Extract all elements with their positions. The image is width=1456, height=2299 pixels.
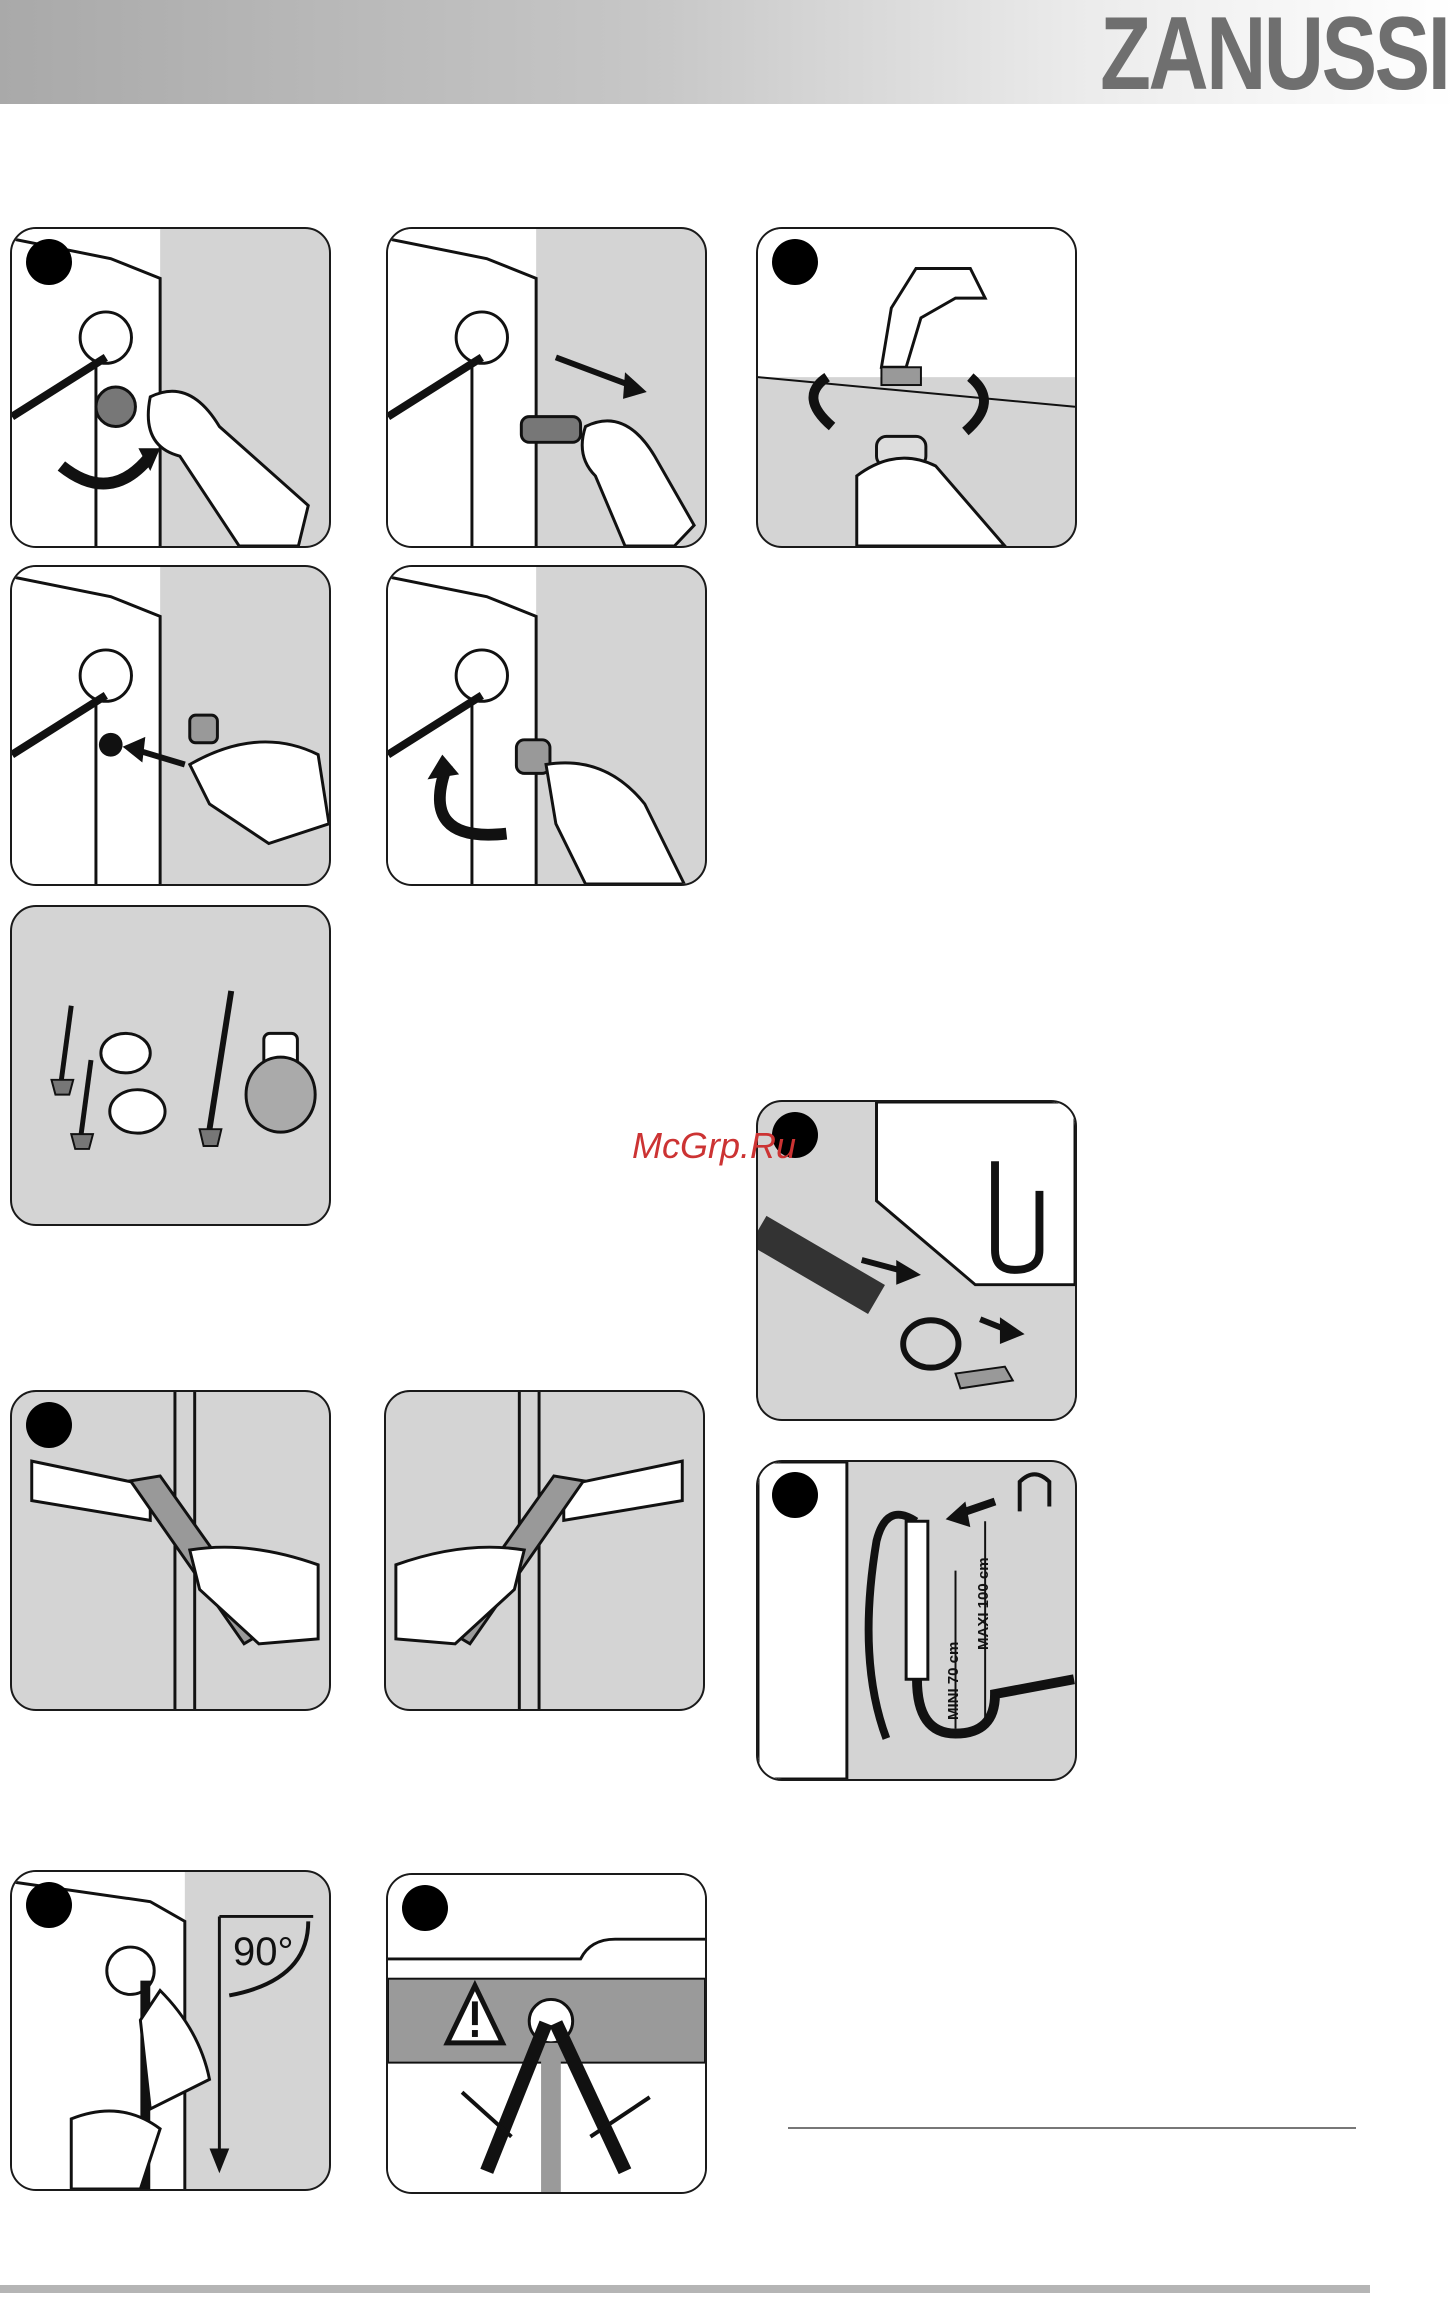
panel-tap-connection xyxy=(756,227,1077,548)
divider-line xyxy=(788,2127,1356,2129)
washer-icon xyxy=(101,1033,150,1073)
panel-warning-routing xyxy=(386,1873,707,2194)
cap-icon xyxy=(190,715,218,743)
drain-hose-icon xyxy=(758,1230,877,1299)
hand-icon xyxy=(582,421,694,546)
arrow-icon xyxy=(556,357,635,387)
hand-icon xyxy=(546,763,684,884)
hand-icon xyxy=(190,1547,318,1644)
step-badge xyxy=(26,1402,72,1448)
hand-icon xyxy=(396,1547,524,1644)
maxi-height-label: MAXI 100 cm xyxy=(975,1557,992,1650)
watermark: McGrp.Ru xyxy=(632,1125,796,1167)
hose-clip-icon xyxy=(32,1461,151,1520)
inlet-valve-icon xyxy=(80,312,131,363)
hook-icon xyxy=(1020,1474,1050,1511)
angle-label: 90° xyxy=(233,1930,294,1975)
step-badge xyxy=(772,239,818,285)
footer-bar xyxy=(0,2285,1370,2293)
washer-icon xyxy=(110,1090,165,1133)
step-badge xyxy=(26,239,72,285)
fixings-illustration xyxy=(12,907,329,1224)
step-badge xyxy=(402,1885,448,1931)
siphon-icon xyxy=(917,1679,1074,1733)
panel-pull-bolt xyxy=(386,227,707,548)
screw-icon xyxy=(61,1006,71,1080)
panel-insert-cap xyxy=(10,565,331,886)
cap-icon xyxy=(516,740,550,774)
hand-icon xyxy=(857,458,1005,546)
hose-clamp-icon xyxy=(903,1320,958,1367)
insert-cap-illustration xyxy=(12,567,329,884)
hand-icon xyxy=(140,1991,209,2110)
brand-logo: ZANUSSI xyxy=(1100,2,1448,106)
panel-drain-connection xyxy=(756,1100,1077,1421)
panel-fixings xyxy=(10,905,331,1226)
step-badge xyxy=(772,1472,818,1518)
hand-icon xyxy=(190,742,329,844)
panel-unscrew-bolt xyxy=(10,227,331,548)
pull-bolt-illustration xyxy=(388,229,705,546)
hose-clip-icon xyxy=(564,1461,683,1520)
panel-hose-clip-right xyxy=(10,1390,331,1711)
rotate-right-arrow-icon xyxy=(965,377,984,431)
mini-height-label: MINI 70 cm xyxy=(945,1642,962,1720)
hand-icon xyxy=(148,391,308,546)
twist-cap-illustration xyxy=(388,567,705,884)
step-badge xyxy=(26,1882,72,1928)
panel-hose-clip-left xyxy=(384,1390,705,1711)
panel-twist-cap xyxy=(386,565,707,886)
hose-clip-left-illustration xyxy=(386,1392,703,1709)
screw-icon xyxy=(81,1060,91,1134)
transit-bolt-icon xyxy=(521,417,580,443)
screw-icon xyxy=(210,991,232,1129)
panel-inlet-angle xyxy=(10,1870,331,2191)
panel-drain-height xyxy=(756,1460,1077,1781)
